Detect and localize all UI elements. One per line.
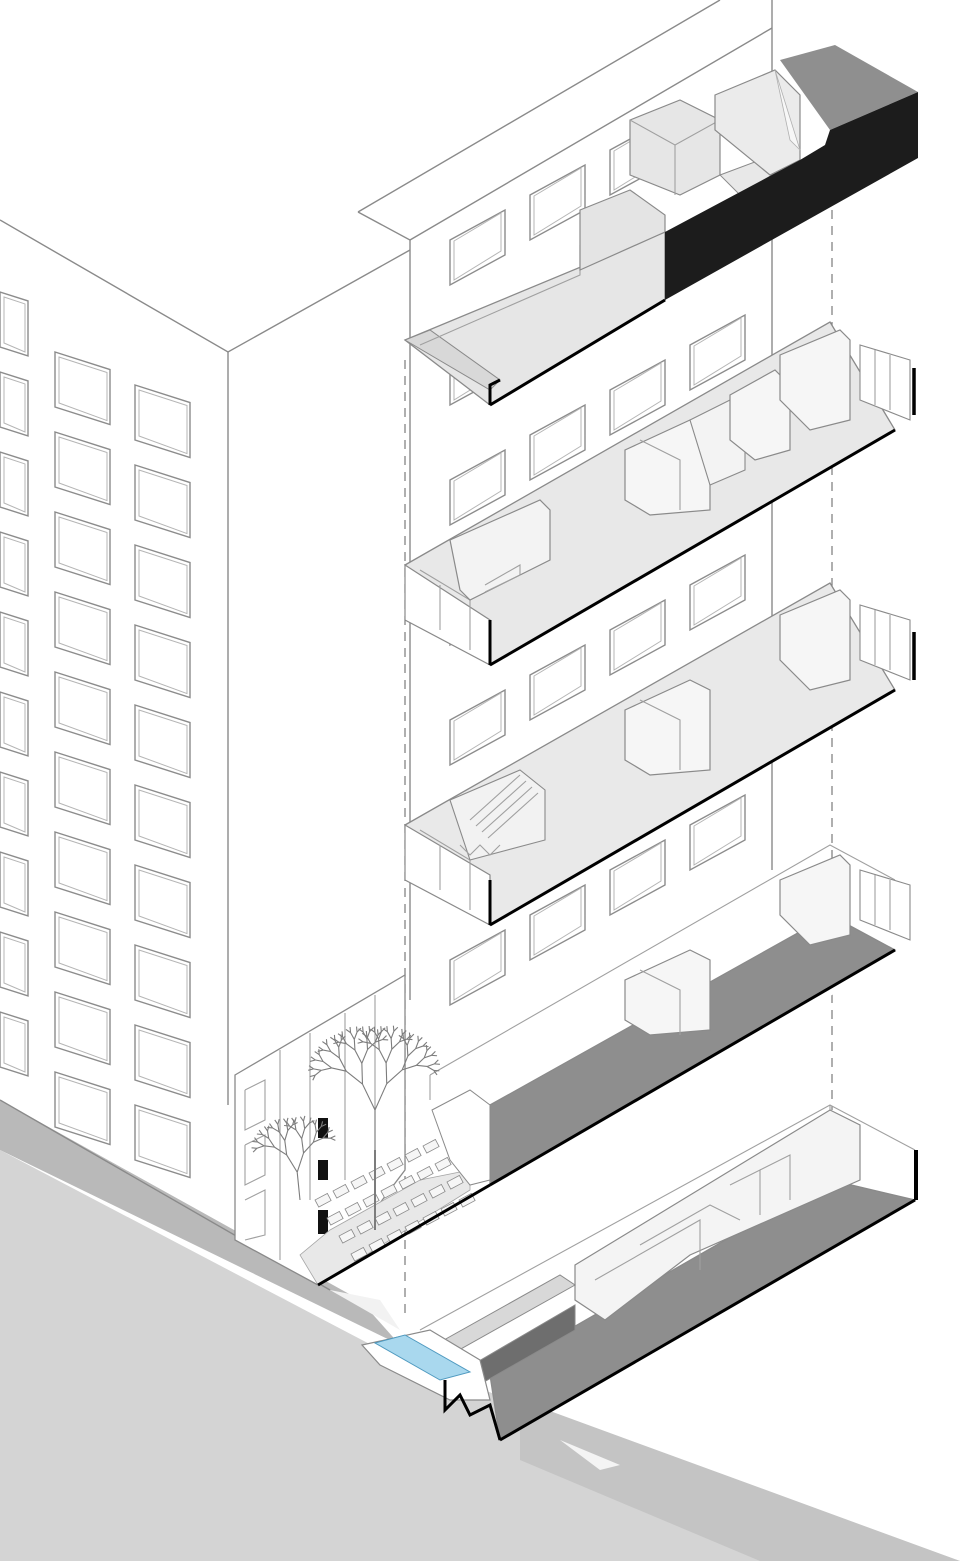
window xyxy=(54,751,111,826)
window xyxy=(134,464,191,539)
window xyxy=(609,598,666,677)
window xyxy=(0,691,29,757)
window xyxy=(54,431,111,506)
paving-stone xyxy=(326,1210,344,1226)
window xyxy=(54,911,111,986)
window xyxy=(0,291,29,357)
window xyxy=(529,403,586,482)
window xyxy=(0,611,29,677)
left-building-windows xyxy=(0,291,191,1179)
window xyxy=(609,358,666,437)
paving-stone xyxy=(434,1156,452,1172)
paving-stone xyxy=(350,1174,368,1190)
paving-stone xyxy=(332,1183,350,1199)
window xyxy=(134,624,191,699)
left-building xyxy=(0,219,411,1291)
window xyxy=(0,771,29,837)
paving-stone xyxy=(428,1183,446,1199)
window xyxy=(0,931,29,997)
paving-stone xyxy=(356,1219,374,1235)
paving-stone xyxy=(314,1192,332,1208)
paving-stone xyxy=(398,1174,416,1190)
street xyxy=(0,1100,960,1561)
paving-stone xyxy=(338,1228,356,1244)
paving-stone xyxy=(404,1147,422,1163)
courtyard-paving xyxy=(314,1138,476,1262)
paving-stone xyxy=(374,1210,392,1226)
level-roof xyxy=(403,45,918,407)
window xyxy=(689,793,746,872)
window xyxy=(54,1071,111,1146)
window xyxy=(449,928,506,1007)
paving-stone xyxy=(344,1201,362,1217)
window xyxy=(54,671,111,746)
paving-stone xyxy=(350,1246,368,1262)
paving-stone xyxy=(392,1201,410,1217)
paving-stone xyxy=(410,1192,428,1208)
window xyxy=(449,448,506,527)
window xyxy=(134,944,191,1019)
window xyxy=(529,163,586,242)
courtyard-tree xyxy=(251,1025,440,1230)
window xyxy=(134,784,191,859)
window xyxy=(54,591,111,666)
window xyxy=(0,851,29,917)
window xyxy=(134,544,191,619)
paving-stone xyxy=(416,1165,434,1181)
window xyxy=(689,313,746,392)
paving-stone xyxy=(422,1138,440,1154)
window xyxy=(529,643,586,722)
window xyxy=(529,883,586,962)
level-middle-floor xyxy=(403,582,916,927)
window xyxy=(134,1024,191,1099)
window xyxy=(449,688,506,767)
window xyxy=(609,838,666,917)
window xyxy=(134,864,191,939)
window xyxy=(54,351,111,426)
window xyxy=(134,704,191,779)
window xyxy=(54,511,111,586)
window xyxy=(0,1011,29,1077)
window xyxy=(54,991,111,1066)
window xyxy=(0,531,29,597)
level-basement xyxy=(360,1104,918,1442)
window xyxy=(54,831,111,906)
window xyxy=(0,371,29,437)
level-upper-floor xyxy=(403,321,916,667)
paving-stone xyxy=(380,1183,398,1199)
paving-stone xyxy=(386,1156,404,1172)
level-ground-floor xyxy=(234,844,911,1287)
window xyxy=(689,553,746,632)
window xyxy=(449,208,506,287)
window xyxy=(0,451,29,517)
window xyxy=(134,384,191,459)
window xyxy=(134,1104,191,1179)
paving-stone xyxy=(446,1174,464,1190)
